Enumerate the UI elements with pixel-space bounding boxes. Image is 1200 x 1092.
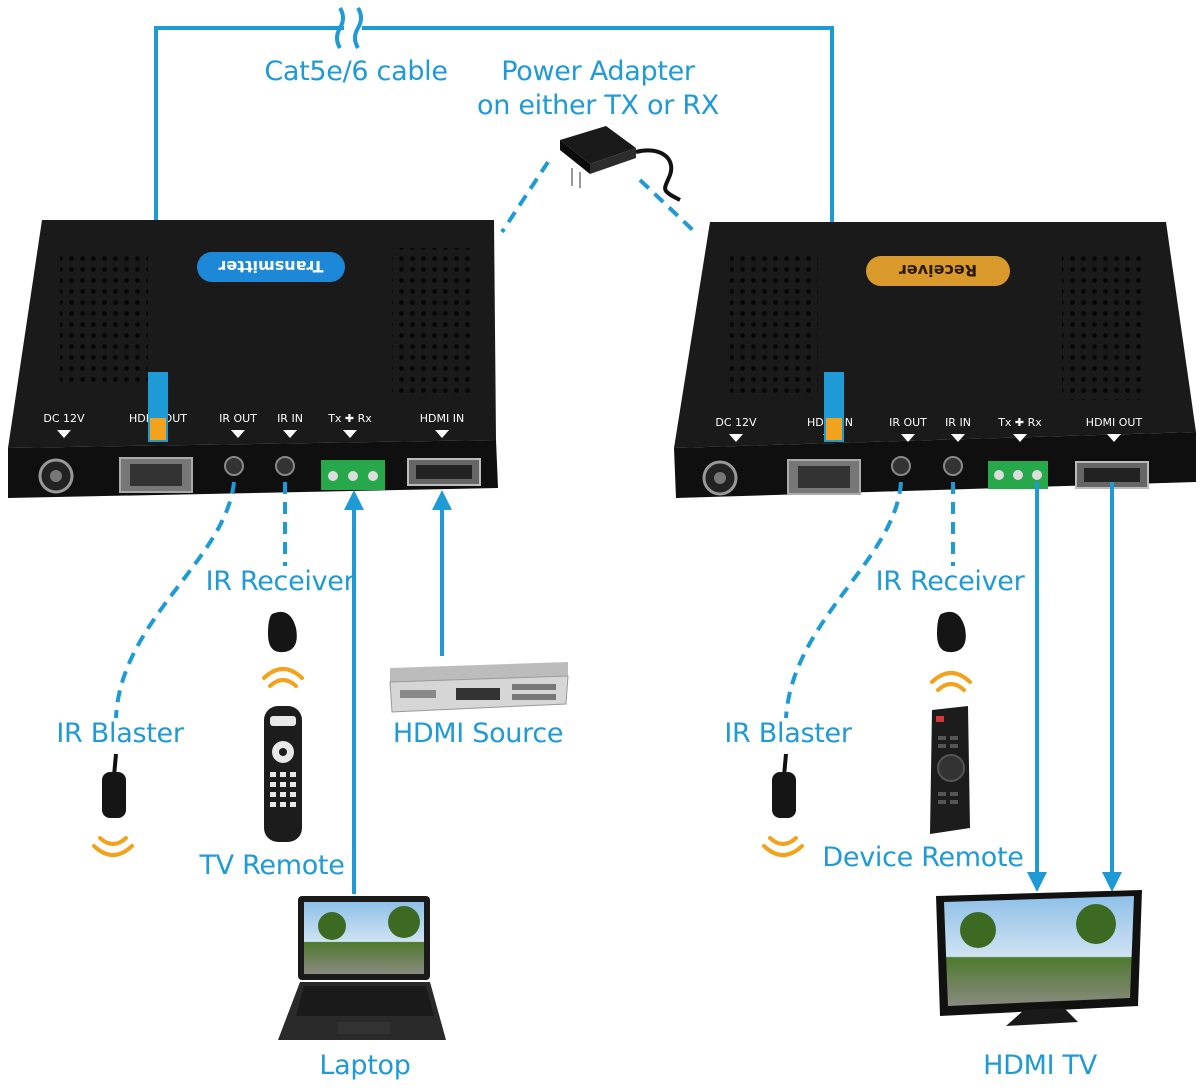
- rx-port-label-2: IR OUT: [889, 416, 927, 429]
- tx-port-pointer-3: [283, 430, 297, 438]
- receiver-badge-label: Receiver: [899, 261, 977, 280]
- device-remote-icon: [930, 706, 970, 834]
- tx-port-pointer-0: [57, 430, 71, 438]
- rx-ir-blaster-icon: [772, 753, 796, 818]
- rx-port-pointer-0: [729, 434, 743, 442]
- tx-ir-blaster-link: [114, 481, 236, 719]
- receiver-badge: [866, 256, 1010, 286]
- device-remote-label: Device Remote: [822, 842, 1024, 873]
- hdmi-tv-label: HDMI TV: [983, 1050, 1097, 1081]
- laptop-icon: [278, 896, 446, 1040]
- tx-port-pointer-2: [231, 430, 245, 438]
- rx-ir-receiver-waves: [930, 671, 972, 692]
- tx-ir-receiver-label: IR Receiver: [205, 566, 355, 597]
- tx-ir-blaster-icon: [102, 753, 126, 818]
- cable-label: Cat5e/6 cable: [264, 56, 448, 87]
- rx-port-label-4: Tx ✚ Rx: [997, 416, 1042, 429]
- tx-ir-in-jack: [275, 456, 295, 476]
- rx-port-label-5: HDMI OUT: [1086, 416, 1143, 429]
- power-adapter: [560, 126, 681, 202]
- tv-remote-label: TV Remote: [199, 850, 345, 881]
- power-adapter-label-line1: Power Adapter: [501, 56, 695, 87]
- rx-ir-blaster-waves: [762, 836, 804, 857]
- tx-port-label-4: Tx ✚ Rx: [327, 412, 372, 425]
- tx-ir-receiver-icon: [268, 611, 297, 653]
- laptop-label: Laptop: [319, 1050, 411, 1081]
- tx-port-label-3: IR IN: [277, 412, 303, 425]
- rx-port-pointer-4: [1013, 434, 1027, 442]
- rx-port-pointer-2: [901, 434, 915, 442]
- tx-ir-out-jack: [224, 456, 244, 476]
- transmitter-badge: [197, 252, 345, 282]
- cable-break-mark: [335, 6, 345, 50]
- rx-ir-blaster-link: [784, 481, 903, 719]
- rx-ir-in-jack: [943, 456, 963, 476]
- tx-port-label-5: HDMI IN: [420, 412, 464, 425]
- rx-ir-receiver-icon: [937, 611, 966, 653]
- rx-ir-out-jack: [891, 456, 911, 476]
- tv-remote-icon: [264, 706, 302, 842]
- tx-ir-receiver-waves: [262, 667, 304, 688]
- rx-port-label-3: IR IN: [945, 416, 971, 429]
- hdmi-tv-icon: [936, 890, 1142, 1026]
- transmitter-badge-label: Transmitter: [218, 257, 323, 276]
- tx-port-label-0: DC 12V: [43, 412, 85, 425]
- rx-ir-blaster-label: IR Blaster: [724, 718, 852, 749]
- hdmi-source-icon: [389, 662, 569, 713]
- power-adapter-label-line2: on either TX or RX: [477, 90, 719, 121]
- rx-port-pointer-5: [1107, 434, 1121, 442]
- tx-port-label-2: IR OUT: [219, 412, 257, 425]
- rx-port-label-0: DC 12V: [715, 416, 757, 429]
- rx-ir-receiver-label: IR Receiver: [875, 566, 1025, 597]
- tx-ir-blaster-label: IR Blaster: [56, 718, 184, 749]
- power-link-tx: [500, 160, 550, 234]
- power-link-rx: [638, 178, 699, 236]
- hdmi-source-label: HDMI Source: [392, 718, 564, 749]
- tx-port-pointer-5: [435, 430, 449, 438]
- rx-port-pointer-3: [951, 434, 965, 442]
- tx-port-pointer-4: [343, 430, 357, 438]
- tx-ir-blaster-waves: [92, 836, 134, 857]
